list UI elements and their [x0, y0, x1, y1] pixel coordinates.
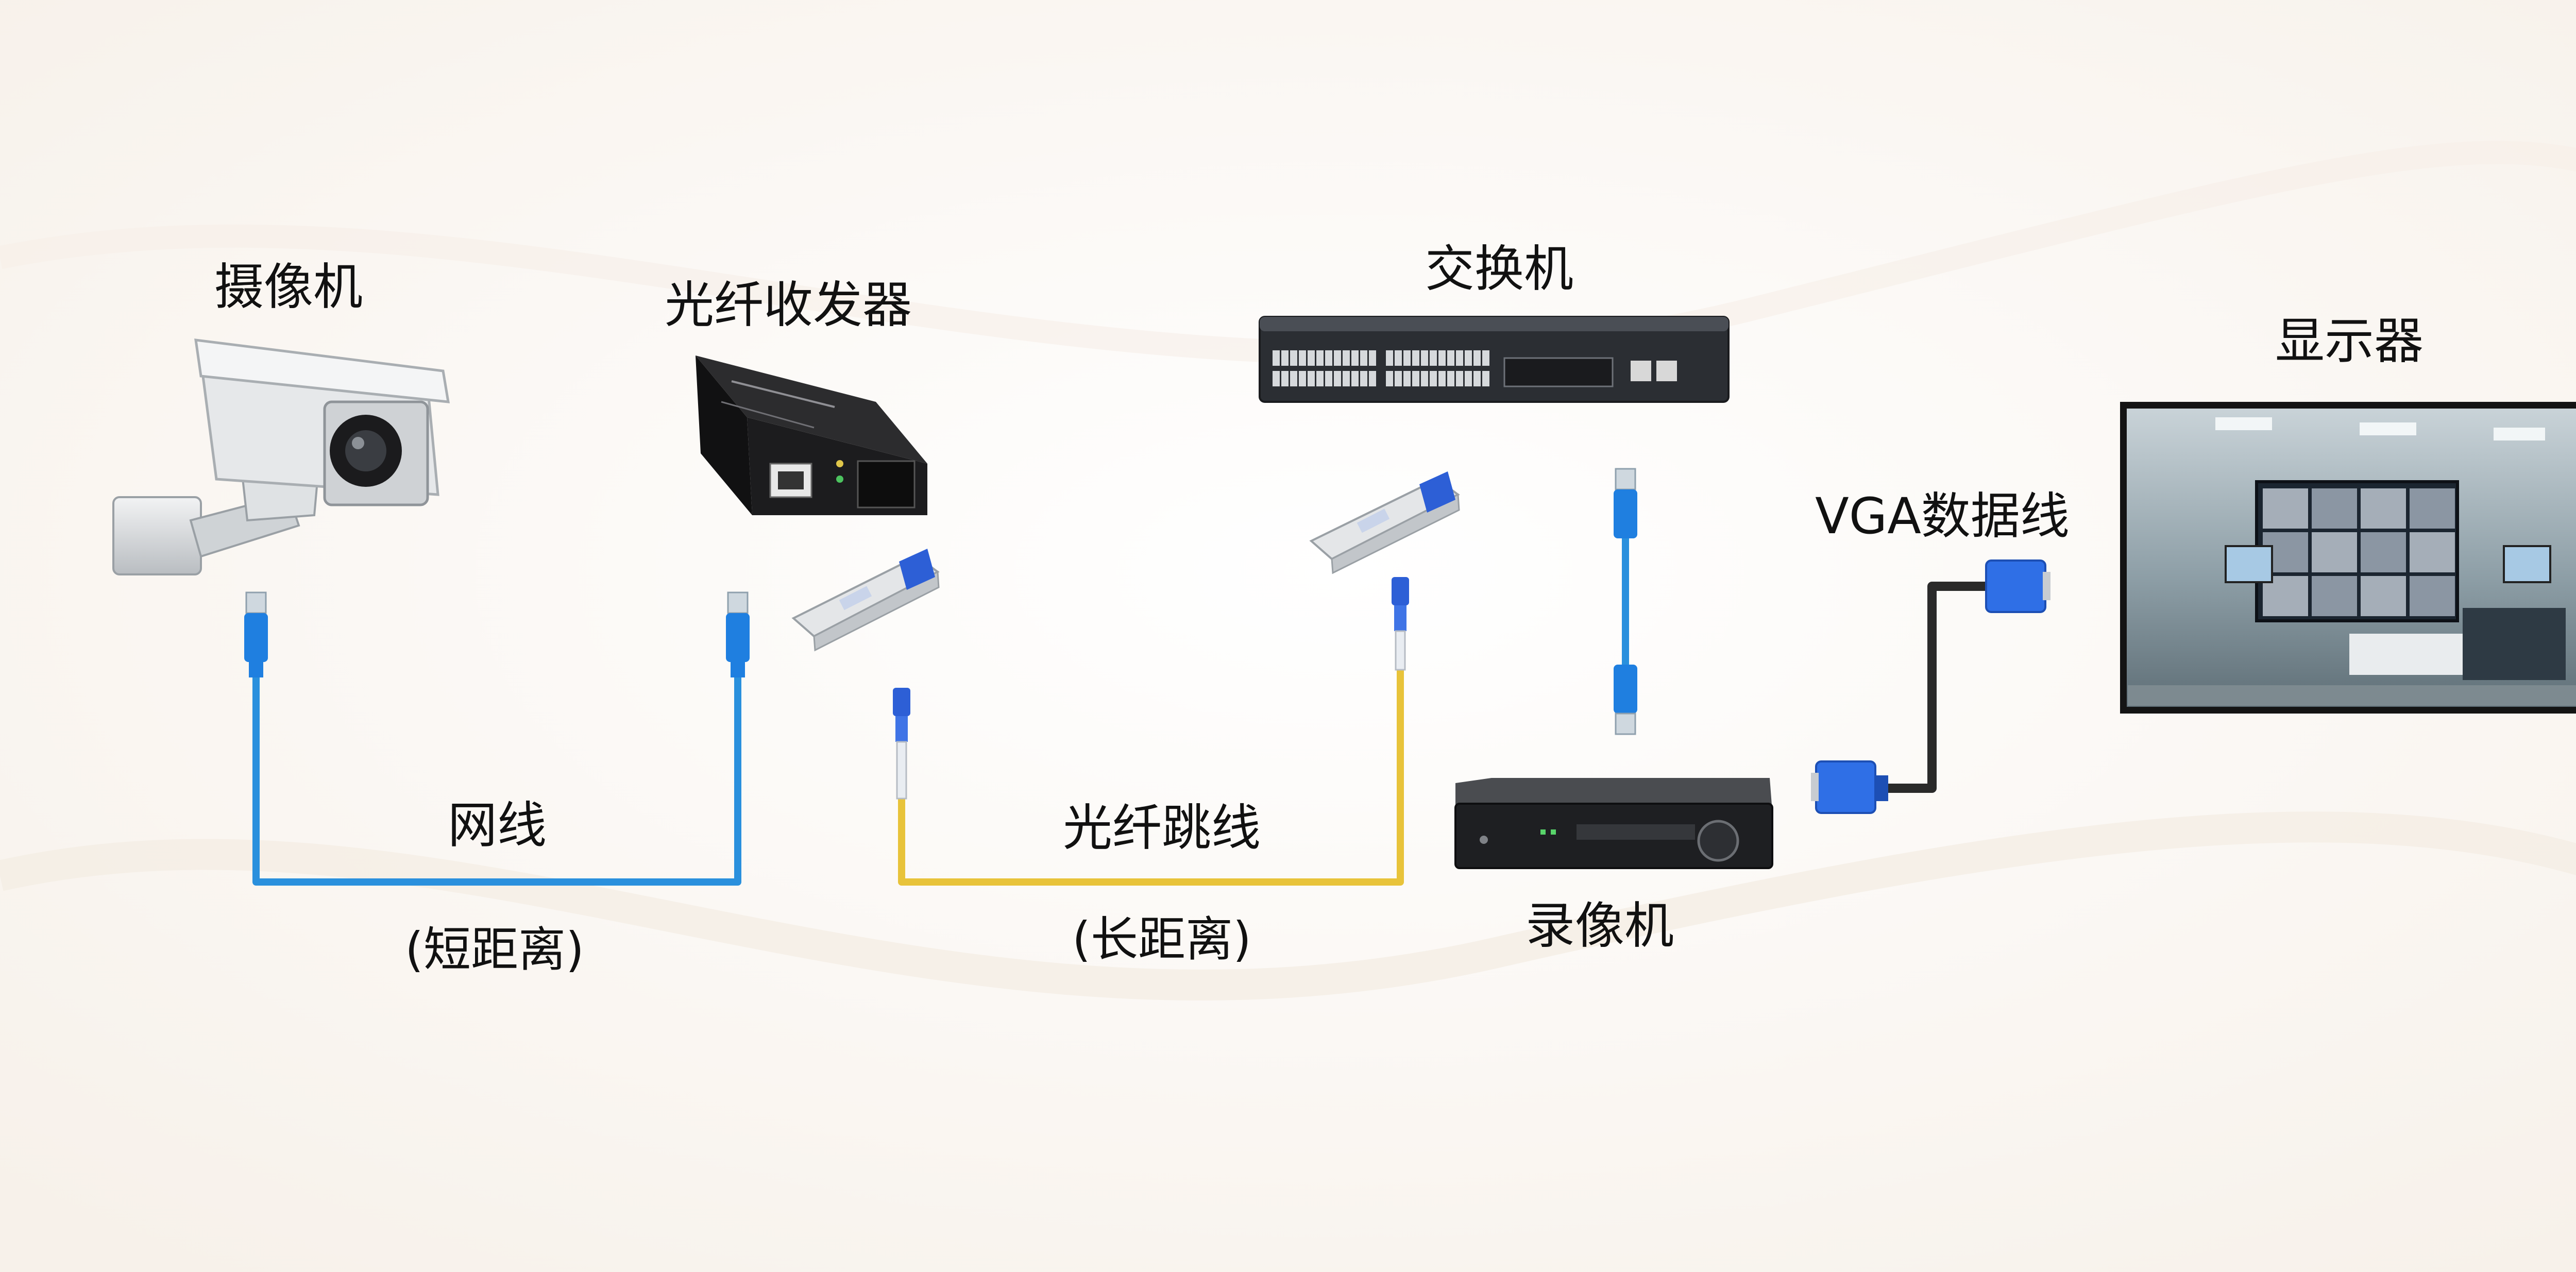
network-cable-label: 网线 [448, 796, 547, 854]
vga-connector-icon [1811, 760, 1888, 814]
switch-port [1386, 371, 1393, 386]
switch-port [1430, 350, 1437, 366]
switch-icon [1259, 316, 1730, 403]
switch-port [1316, 371, 1324, 386]
switch-port [1403, 350, 1411, 366]
switch-port [1421, 371, 1428, 386]
switch-port [1281, 371, 1289, 386]
video-wall-cell [2263, 488, 2308, 529]
nvr-icon [1454, 778, 1773, 869]
switch-port [1299, 350, 1306, 366]
switch-port [1465, 371, 1472, 386]
switch-port [1456, 371, 1463, 386]
switch-port [1403, 371, 1411, 386]
rj45-connector-icon [1614, 468, 1637, 538]
switch-port [1334, 371, 1341, 386]
lc-fiber-connector-icon [1392, 577, 1409, 671]
switch-label: 交换机 [1425, 240, 1573, 298]
sfp-module-icon [1309, 471, 1460, 574]
camera-label: 摄像机 [214, 258, 363, 316]
switch-port [1273, 371, 1280, 386]
switch-port [1290, 350, 1297, 366]
video-wall-cell [2361, 488, 2406, 529]
video-wall-cell [2410, 576, 2455, 616]
video-wall-cell [2410, 532, 2455, 572]
camera-icon [112, 338, 450, 575]
switch-port [1308, 371, 1315, 386]
media-converter-icon [696, 355, 927, 515]
switch-port [1273, 350, 1280, 366]
switch-port [1369, 371, 1376, 386]
switch-port [1395, 350, 1402, 366]
switch-port [1369, 350, 1376, 366]
switch-port [1343, 371, 1350, 386]
switch-port [1325, 350, 1332, 366]
vga-cable-label: VGA数据线 [1815, 487, 2070, 545]
switch-port [1290, 371, 1297, 386]
switch-port [1447, 371, 1454, 386]
video-wall-cell [2410, 488, 2455, 529]
video-wall-cell [2361, 532, 2406, 572]
monitor-icon [2120, 402, 2576, 714]
switch-port [1447, 350, 1454, 366]
video-wall-cell [2312, 532, 2357, 572]
switch-port [1465, 350, 1472, 366]
rj45-connector-icon [726, 591, 750, 677]
vga-connector-icon [1985, 559, 2050, 613]
vga-cable [1886, 582, 1989, 793]
fiber-patch-label: 光纤跳线 [1063, 799, 1261, 857]
lc-fiber-connector-icon [893, 688, 910, 800]
nvr-label: 录像机 [1526, 897, 1674, 955]
switch-port [1343, 350, 1350, 366]
switch-port [1334, 350, 1341, 366]
rj45-connector-icon [1614, 665, 1637, 735]
media-converter-label: 光纤收发器 [665, 276, 912, 334]
network-cable-note: (短距离) [405, 922, 584, 977]
video-wall-cell [2312, 488, 2357, 529]
switch-port [1316, 350, 1324, 366]
switch-port [1325, 371, 1332, 386]
sfp-module-icon [791, 549, 940, 652]
video-wall-cell [2361, 576, 2406, 616]
video-wall-cell [2312, 576, 2357, 616]
fiber-patch-cable [898, 665, 1404, 886]
switch-port [1473, 350, 1481, 366]
switch-port [1395, 371, 1402, 386]
switch-port [1360, 371, 1367, 386]
network-cable [252, 672, 741, 886]
switch-port [1412, 350, 1419, 366]
switch-port [1456, 350, 1463, 366]
background-swoosh [0, 811, 2576, 1001]
switch-port [1308, 350, 1315, 366]
switch-port [1412, 371, 1419, 386]
switch-port [1438, 371, 1446, 386]
switch-port [1281, 350, 1289, 366]
switch-port [1351, 371, 1359, 386]
fiber-patch-note: (长距离) [1072, 912, 1251, 967]
switch-port [1386, 350, 1393, 366]
switch-port [1351, 350, 1359, 366]
switch-port [1299, 371, 1306, 386]
video-wall-cells [2263, 488, 2455, 616]
switch-port [1421, 350, 1428, 366]
display-label: 显示器 [2275, 312, 2424, 370]
rj45-connector-icon [244, 591, 268, 677]
switch-port [1473, 371, 1481, 386]
switch-ports [1273, 350, 1489, 386]
switch-port [1438, 350, 1446, 366]
switch-port [1430, 371, 1437, 386]
switch-port [1482, 371, 1489, 386]
switch-port [1482, 350, 1489, 366]
switch-port [1360, 350, 1367, 366]
